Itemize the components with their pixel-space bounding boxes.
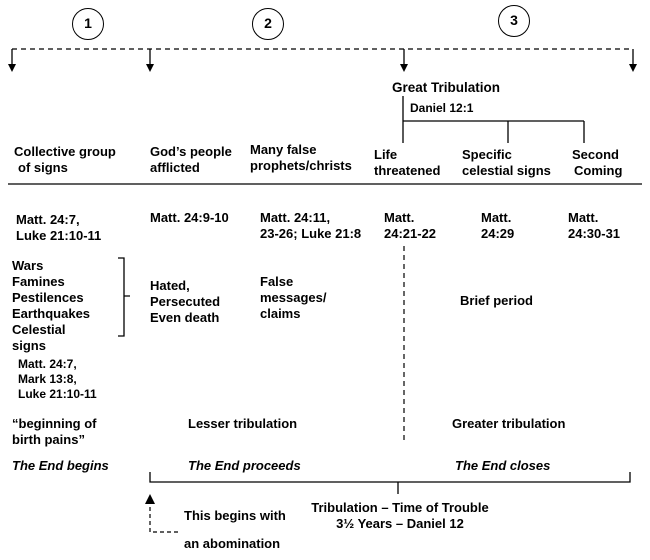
lesser-tribulation: Lesser tribulation — [188, 416, 298, 431]
sign-famines: Famines — [12, 274, 65, 289]
signs-ref-line1: Matt. 24:7, — [18, 357, 77, 371]
header-false-line1: Many false — [250, 142, 317, 157]
header-life-line1: Life — [374, 147, 398, 162]
abomination-arrow — [149, 500, 178, 533]
tribulation-summary-line2: 3½ Years – Daniel 12 — [336, 516, 464, 531]
bottom-bracket — [149, 472, 631, 483]
ref-false-line2: 23-26; Luke 21:8 — [260, 226, 362, 241]
ref-collective-line1: Matt. 24:7, — [16, 212, 80, 227]
header-collective-line2: of signs — [18, 160, 68, 175]
ref-life-line2: 24:21-22 — [384, 226, 437, 241]
birth-pains-line2: birth pains” — [12, 432, 85, 447]
header-life-line2: threatened — [374, 163, 441, 178]
phase-circle-1: 1 — [72, 8, 104, 40]
ref-afflicted-line1: Matt. 24:9-10 — [150, 210, 229, 225]
abomination-note-line2: an abomination — [184, 536, 281, 551]
afflicted-detail-2: Persecuted — [150, 294, 221, 309]
header-afflicted-line1: God’s people — [150, 144, 232, 159]
ref-celestial-line2: 24:29 — [481, 226, 515, 241]
brief-period: Brief period — [460, 293, 533, 308]
header-celestial-line1: Specific — [462, 147, 512, 162]
sign-wars: Wars — [12, 258, 44, 273]
ref-celestial-line1: Matt. — [481, 210, 512, 225]
end-closes: The End closes — [455, 458, 551, 473]
ref-false-line1: Matt. 24:11, — [260, 210, 331, 225]
phase-circle-2: 2 — [252, 8, 284, 40]
sign-celestial: Celestial — [12, 322, 66, 337]
birth-pains-line1: “beginning of — [12, 416, 97, 431]
great-tribulation-title: Great Tribulation — [392, 80, 501, 95]
header-afflicted-line2: afflicted — [150, 160, 200, 175]
ref-collective-line2: Luke 21:10-11 — [16, 228, 102, 243]
abomination-note-line1: This begins with — [184, 508, 286, 523]
header-coming-line1: Second — [572, 147, 619, 162]
sign-pestilences: Pestilences — [12, 290, 84, 305]
afflicted-detail-1: Hated, — [150, 278, 190, 293]
sign-signs: signs — [12, 338, 46, 353]
header-celestial-line2: celestial signs — [462, 163, 551, 178]
phase-circle-3: 3 — [498, 5, 530, 37]
afflicted-detail-3: Even death — [150, 310, 220, 325]
ref-life-line1: Matt. — [384, 210, 415, 225]
abomination-arrowhead — [145, 494, 155, 504]
end-proceeds: The End proceeds — [188, 458, 301, 473]
tribulation-summary-line1: Tribulation – Time of Trouble — [311, 500, 489, 515]
header-collective-line1: Collective group — [14, 144, 116, 159]
greater-tribulation: Greater tribulation — [452, 416, 566, 431]
header-false-line2: prophets/christs — [250, 158, 352, 173]
false-detail-1: False — [260, 274, 294, 289]
signs-ref-line2: Mark 13:8, — [18, 372, 77, 386]
signs-ref-line3: Luke 21:10-11 — [18, 387, 97, 401]
ref-coming-line1: Matt. — [568, 210, 599, 225]
false-detail-3: claims — [260, 306, 301, 321]
header-coming-line2: Coming — [574, 163, 623, 178]
great-tribulation-reference: Daniel 12:1 — [410, 101, 474, 115]
end-begins: The End begins — [12, 458, 109, 473]
signs-brace — [118, 257, 130, 337]
false-detail-2: messages/ — [260, 290, 327, 305]
sign-earthquakes: Earthquakes — [12, 306, 91, 321]
ref-coming-line2: 24:30-31 — [568, 226, 621, 241]
